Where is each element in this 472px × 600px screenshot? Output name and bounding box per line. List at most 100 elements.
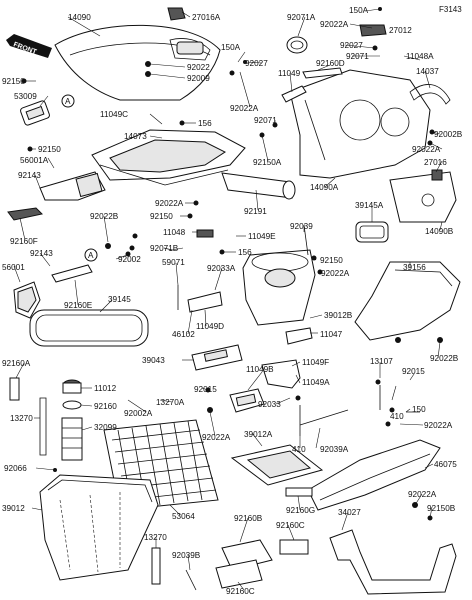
- diagram-code: F3143: [439, 5, 462, 14]
- part-label: 11047: [320, 330, 343, 339]
- part-label: 32099: [94, 423, 117, 432]
- part-label: 11048: [163, 228, 186, 237]
- part-label: 150: [412, 405, 426, 414]
- part-label: 11048A: [406, 52, 434, 61]
- part-label: 92160F: [10, 237, 38, 246]
- strip-92160a-shape: [9, 377, 20, 401]
- part-label: 156: [238, 248, 252, 257]
- callout-a-1: [61, 94, 75, 108]
- screw-shafts: [163, 224, 420, 591]
- part-labels: 14090 27016A 92071A 150A 92022A 27012 92…: [2, 6, 463, 596]
- part-label: 92022: [187, 63, 210, 72]
- part-label: 156: [198, 119, 212, 128]
- clip-27016a-shape: [167, 7, 186, 21]
- hood-vent-shape: [176, 41, 204, 55]
- hose-92191-end: [282, 180, 296, 200]
- part-label: 92022B: [90, 212, 119, 221]
- gasket-39145-inner: [35, 314, 143, 342]
- bracket-11049f-shape: [261, 359, 301, 389]
- clip-27016-shape: [431, 169, 443, 181]
- tray-14073-edge: [99, 164, 229, 186]
- plate-46102-shape: [187, 291, 223, 313]
- part-label: 59071: [162, 258, 185, 267]
- part-label: 92002A: [124, 409, 153, 418]
- part-label: 27012: [389, 26, 412, 35]
- part-label: 92150: [320, 256, 343, 265]
- part-label: 56001: [2, 263, 25, 272]
- part-label: 13270: [10, 414, 33, 423]
- part-label: 14090: [68, 13, 91, 22]
- washer-92160-shape: [62, 400, 82, 410]
- part-label: 92071: [254, 116, 277, 125]
- part-label: 92033A: [207, 264, 236, 273]
- part-label: 39012A: [244, 430, 273, 439]
- hose-92191-shape: [221, 172, 293, 199]
- shroud-39156-edge: [394, 269, 453, 287]
- part-label: 39156: [403, 263, 426, 272]
- bar-34027-shape: [329, 529, 457, 595]
- part-label: 92039B: [172, 551, 201, 560]
- bin-39012b-opening: [264, 268, 296, 288]
- part-label: 92015: [194, 385, 217, 394]
- shroud-39156-shape: [354, 261, 461, 341]
- part-label: 92022A: [202, 433, 231, 442]
- part-label: 92071: [346, 52, 369, 61]
- part-label: 11049E: [248, 232, 276, 241]
- dash-panel-14090a-shape: [289, 69, 431, 179]
- mirror-56001a-glass: [75, 172, 103, 198]
- tray-39012a-well: [246, 450, 312, 479]
- latch-11049b-inner: [235, 393, 257, 407]
- part-label: 11049D: [196, 322, 224, 331]
- part-label: 92022B: [430, 354, 459, 363]
- part-label: 39043: [142, 356, 165, 365]
- gasket-39145a-inner: [359, 225, 385, 239]
- bracket-11049-shape: [281, 85, 307, 103]
- part-label: 39012: [2, 504, 25, 513]
- leader-lines: [13, 8, 443, 591]
- gauge-left: [339, 99, 381, 141]
- handle-46075-ridge: [319, 453, 431, 501]
- part-label: 92071B: [150, 244, 179, 253]
- part-label: 150A: [349, 6, 369, 15]
- part-label: 11049C: [100, 110, 128, 119]
- part-label: 11049F: [302, 358, 329, 367]
- part-label: 92160E: [64, 301, 93, 310]
- bin-39012-shape: [39, 474, 159, 581]
- bracket-13270a-shape: [39, 397, 47, 456]
- part-label: 92150A: [253, 158, 282, 167]
- tray-14073-well: [109, 139, 227, 173]
- part-label: 92160G: [286, 506, 315, 515]
- cap-11012-body: [62, 382, 82, 394]
- part-label: 92022A: [321, 269, 350, 278]
- ring-92071a-shape: [286, 36, 308, 54]
- latch-27012-shape: [359, 24, 387, 37]
- part-label: 92022A: [230, 104, 259, 113]
- part-label: 92027: [245, 59, 268, 68]
- part-label: 92002: [118, 255, 141, 264]
- pad-92160c-2-shape: [215, 559, 263, 589]
- part-label: 14090B: [425, 227, 454, 236]
- part-label: 410: [292, 445, 306, 454]
- ring-92071a-inner: [290, 40, 304, 50]
- part-label: 39145: [108, 295, 131, 304]
- strip-11048-shape: [196, 229, 214, 238]
- pad-92160f-shape: [7, 207, 44, 221]
- part-label: 11049B: [246, 365, 274, 374]
- callout-a-1-label: A: [65, 97, 71, 106]
- part-label: 92143: [30, 249, 53, 258]
- part-label: 92002B: [434, 130, 463, 139]
- part-label: 13270: [144, 533, 167, 542]
- gasket-39145a-shape: [355, 221, 389, 243]
- part-label: 410: [390, 412, 404, 421]
- part-label: 92150: [38, 145, 61, 154]
- part-label: 92033: [258, 400, 281, 409]
- strip-92160g-shape: [285, 487, 313, 497]
- part-label: 92027: [340, 41, 363, 50]
- part-label: 92160C: [276, 521, 305, 530]
- part-label: 53009: [14, 92, 37, 101]
- part-label: 56001A: [20, 156, 49, 165]
- part-label: 92022A: [424, 421, 453, 430]
- bin-39012b-shape: [242, 249, 316, 326]
